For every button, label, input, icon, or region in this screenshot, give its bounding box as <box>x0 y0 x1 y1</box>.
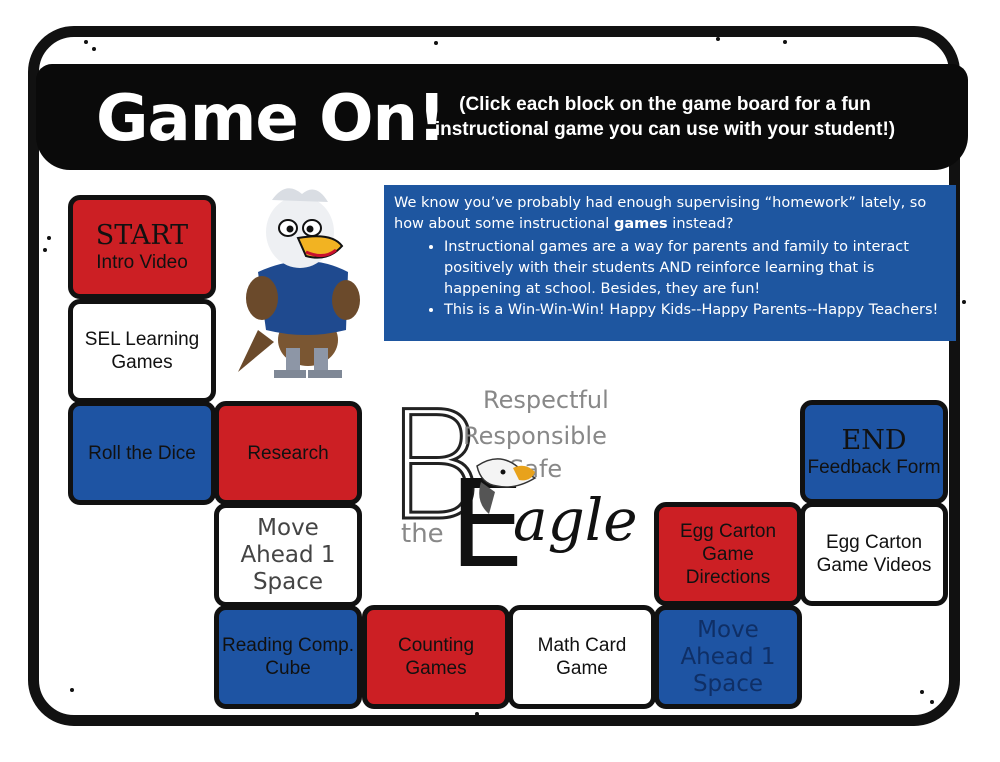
info-bullet: This is a Win-Win-Win! Happy Kids--Happy… <box>444 300 946 321</box>
tile-start[interactable]: START Intro Video <box>68 195 216 299</box>
tile-egg-carton-directions[interactable]: Egg Carton Game Directions <box>654 502 802 606</box>
logo-word-responsible: Responsible <box>463 422 607 450</box>
tile-move-ahead-1[interactable]: Move Ahead 1 Space <box>214 503 362 607</box>
logo-word-the: the <box>401 519 444 549</box>
eagle-mascot-icon <box>238 188 360 378</box>
be-the-eagle-logo: B Respectful Responsible Safe the E agle <box>385 380 638 580</box>
tile-label: Move Ahead 1 Space <box>240 514 336 595</box>
tile-move-ahead-2[interactable]: Move Ahead 1 Space <box>654 605 802 709</box>
info-bullets: Instructional games are a way for parent… <box>394 237 946 321</box>
frame-dot <box>962 300 966 304</box>
frame-dot <box>930 700 934 704</box>
tile-label: Research <box>247 442 329 464</box>
tile-start-label: START <box>95 219 189 251</box>
tile-research[interactable]: Research <box>214 401 362 505</box>
info-intro-bold: games <box>613 216 668 232</box>
page-title: Game On! <box>96 82 446 156</box>
tile-label: Egg Carton Game Videos <box>816 532 932 576</box>
page-subtitle: (Click each block on the game board for … <box>434 94 896 140</box>
tile-egg-carton-videos[interactable]: Egg Carton Game Videos <box>800 502 948 606</box>
frame-dot <box>47 236 51 240</box>
logo-word-agle: agle <box>513 486 638 554</box>
tile-label: Roll the Dice <box>88 442 196 464</box>
frame-dot <box>70 688 74 692</box>
frame-dot <box>475 712 479 716</box>
logo-word-respectful: Respectful <box>483 386 609 414</box>
tile-end-sublabel: Feedback Form <box>807 456 941 478</box>
tile-sel-learning-games[interactable]: SEL Learning Games <box>68 299 216 403</box>
info-intro-text: We know you’ve probably had enough super… <box>394 195 927 232</box>
info-panel: We know you’ve probably had enough super… <box>384 185 956 341</box>
eagle-head-icon <box>476 458 537 514</box>
logo-big-b: B <box>385 380 483 554</box>
info-intro: We know you’ve probably had enough super… <box>394 193 946 235</box>
tile-math-card-game[interactable]: Math Card Game <box>508 605 656 709</box>
info-bullet: Instructional games are a way for parent… <box>444 237 946 300</box>
frame-dot <box>716 37 720 41</box>
info-intro-end: instead? <box>667 216 734 232</box>
tile-reading-comp-cube[interactable]: Reading Comp. Cube <box>214 605 362 709</box>
frame-dot <box>783 40 787 44</box>
tile-roll-the-dice[interactable]: Roll the Dice <box>68 401 216 505</box>
frame-dot <box>956 292 960 296</box>
tile-label: Math Card Game <box>537 635 627 679</box>
tile-label: Egg Carton Game Directions <box>679 520 777 588</box>
frame-dot <box>84 40 88 44</box>
tile-label: Move Ahead 1 Space <box>680 616 776 697</box>
tile-end[interactable]: END Feedback Form <box>800 400 948 504</box>
header-bar <box>36 64 968 170</box>
frame-dot <box>920 690 924 694</box>
tile-label: Reading Comp. Cube <box>221 635 355 679</box>
tile-label: Counting Games <box>397 635 475 679</box>
frame-dot <box>92 47 96 51</box>
tile-counting-games[interactable]: Counting Games <box>362 605 510 709</box>
frame-dot <box>434 41 438 45</box>
tile-end-label: END <box>841 424 907 456</box>
tile-label: SEL Learning Games <box>84 329 200 373</box>
tile-start-sublabel: Intro Video <box>96 251 188 273</box>
frame-dot <box>43 248 47 252</box>
